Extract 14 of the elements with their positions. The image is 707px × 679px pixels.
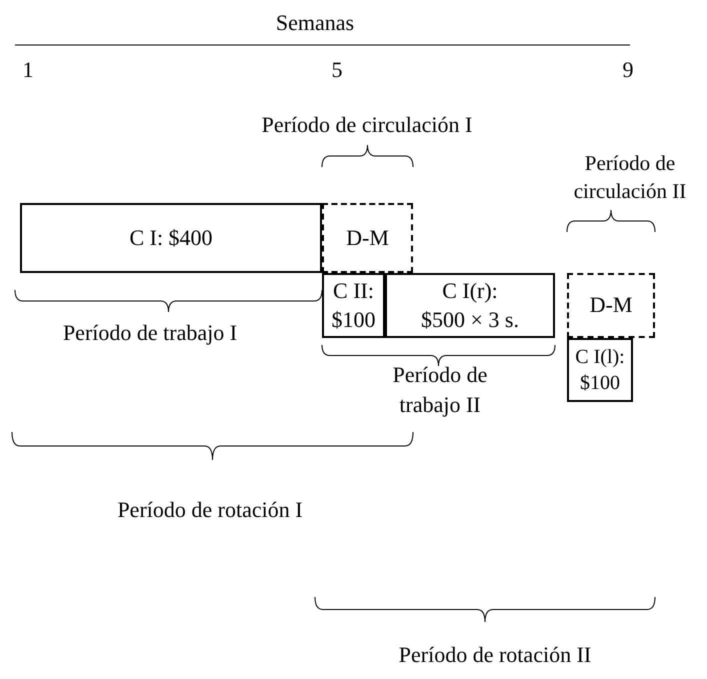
period-label: Período de rotación I: [117, 496, 303, 524]
period-box: C II: $100: [322, 273, 385, 338]
period-label: Período de rotación II: [398, 641, 592, 669]
tick-label: 9: [622, 56, 634, 84]
period-label: Período de circulación II: [572, 150, 688, 206]
tick-label: 5: [332, 56, 342, 84]
period-box: C I(r): $500 × 3 s.: [385, 273, 555, 338]
period-box: C I: $400: [20, 203, 322, 273]
period-box: C I(l): $100: [567, 338, 633, 402]
axis-label: Semanas: [276, 9, 354, 37]
period-label: Período de circulación I: [262, 111, 472, 139]
period-label: Período de trabajo II: [392, 361, 488, 419]
tick-label: 1: [22, 56, 34, 84]
period-label: Período de trabajo I: [62, 319, 238, 347]
